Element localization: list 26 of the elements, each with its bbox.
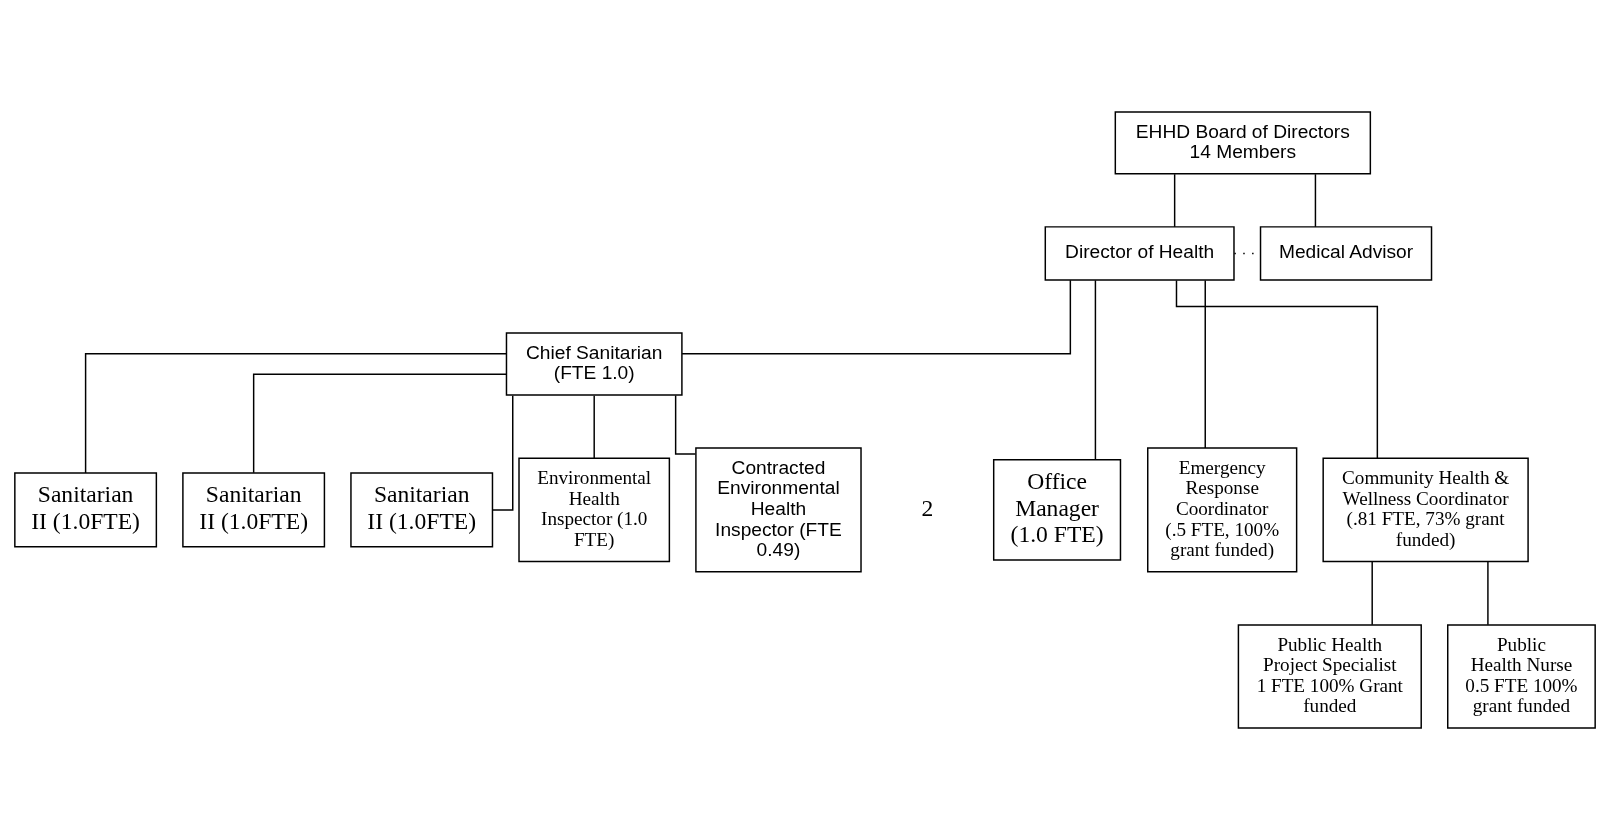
node-box: Chief Sanitarian (FTE 1.0) [505, 331, 683, 396]
node-box: Director of Health [1044, 225, 1235, 281]
node-box: Office Manager (1.0 FTE) [992, 458, 1122, 561]
node-box: Environmental Health Inspector (1.0 FTE) [518, 457, 671, 562]
node-box: EHHD Board of Directors 14 Members [1114, 110, 1372, 175]
node-box: Emergency Response Coordinator (.5 FTE, 100% grant funded) [1147, 446, 1298, 573]
connector [1314, 173, 1317, 228]
connector [593, 394, 595, 459]
connector [1204, 279, 1206, 449]
connector [252, 373, 507, 474]
node-box: Community Health & Wellness Coordinator (.81 FTE, 73% grant funded) [1322, 457, 1529, 562]
connector [1173, 173, 1176, 228]
label: 2 [921, 494, 934, 521]
node-box: Medical Advisor [1259, 225, 1433, 281]
connector [1371, 560, 1373, 625]
node-box: Public Health Nurse 0.5 FTE 100% grant funded [1447, 623, 1596, 729]
connector [1094, 279, 1097, 460]
node-box: Sanitarian II (1.0FTE) [182, 471, 326, 547]
node-box: Public Health Project Specialist 1 FTE 100% Grant funded [1237, 623, 1422, 729]
connector [1175, 279, 1379, 459]
node-box: Contracted Environmental Health Inspector (FTE 0.49) [695, 446, 862, 573]
connector [84, 352, 507, 474]
node-box: Sanitarian II (1.0FTE) [350, 471, 494, 547]
node-box: Sanitarian II (1.0FTE) [14, 471, 158, 547]
connector [681, 279, 1072, 354]
connector [1487, 560, 1489, 625]
